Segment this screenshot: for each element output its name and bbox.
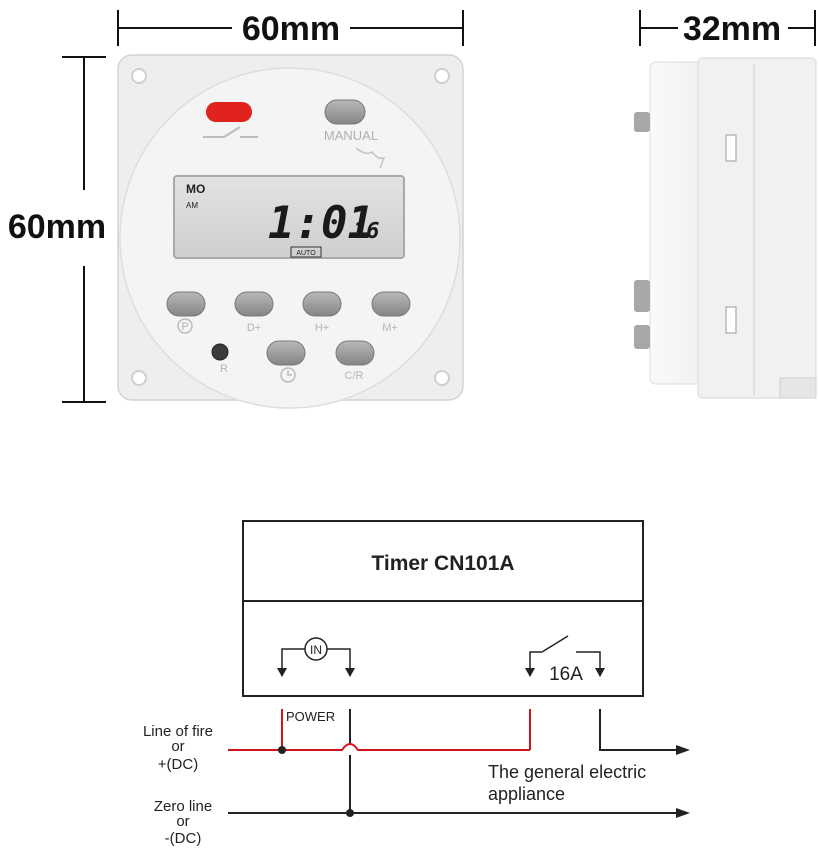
fire-label-3: +(DC)	[158, 756, 198, 773]
lcd-mode: AUTO	[296, 250, 316, 257]
coil-wires	[281, 648, 351, 676]
manual-button[interactable]	[324, 99, 366, 125]
timer-front-view: MANUAL MO AM 1:01 16 AUTO P D+ H+ M+ R C…	[117, 54, 464, 409]
lcd-day: MO	[186, 182, 205, 196]
side-body-rear	[697, 57, 817, 399]
appliance-label-2: appliance	[488, 784, 565, 804]
timer-model-title: Timer CN101A	[371, 552, 514, 575]
program-button[interactable]	[166, 291, 206, 317]
fire-line	[228, 743, 530, 751]
side-terminal	[779, 377, 817, 399]
clock-icon	[280, 367, 296, 383]
width-dimension	[117, 10, 464, 46]
day-plus-button[interactable]	[234, 291, 274, 317]
hand-icon	[355, 147, 386, 169]
status-led	[206, 102, 252, 122]
height-dimension	[62, 56, 106, 403]
timer-side-view	[634, 57, 817, 399]
appliance-label-1: The general electric	[488, 762, 646, 782]
fire-junction	[278, 746, 286, 754]
zero-arrow	[676, 808, 690, 818]
reset-label: R	[220, 363, 228, 375]
zero-label-1: Zero line	[154, 798, 212, 815]
cancel-recall-label: C/R	[345, 370, 364, 382]
power-label: POWER	[286, 709, 335, 724]
clock-button[interactable]	[266, 340, 306, 366]
zero-junction	[346, 809, 354, 817]
side-button-row1	[634, 280, 650, 312]
switch-icon	[203, 126, 258, 138]
program-icon	[177, 318, 193, 334]
day-plus-label: D+	[247, 322, 261, 334]
minute-plus-label: M+	[382, 322, 398, 334]
lcd-ampm: AM	[186, 201, 198, 210]
coil-arrows	[277, 668, 355, 677]
side-button-row2	[634, 325, 650, 349]
width-label: 60mm	[242, 10, 340, 48]
hour-plus-label: H+	[315, 322, 329, 334]
mounting-holes	[131, 68, 450, 386]
relay-rating: 16A	[549, 664, 583, 685]
height-label: 60mm	[8, 208, 106, 246]
depth-dimension	[639, 10, 816, 46]
hour-plus-button[interactable]	[302, 291, 342, 317]
relay-arrows	[525, 668, 605, 677]
zero-label-2: or	[176, 813, 189, 830]
lcd-time: 1:01	[268, 198, 374, 249]
output-line	[599, 709, 676, 751]
manual-label: MANUAL	[324, 128, 378, 143]
fire-label-1: Line of fire	[143, 723, 213, 740]
timer-box	[242, 520, 644, 697]
program-label: P	[181, 321, 188, 333]
zero-label-3: -(DC)	[165, 830, 202, 847]
side-button-manual	[634, 112, 650, 132]
lcd-seconds: 16	[353, 219, 380, 244]
minute-plus-button[interactable]	[371, 291, 411, 317]
output-arrow	[676, 745, 690, 755]
side-slot-top	[725, 134, 737, 162]
input-coil-label: IN	[310, 643, 322, 657]
depth-label: 32mm	[683, 10, 781, 48]
wiring-diagram: Timer CN101A IN 16A POWER Line of fire o…	[143, 520, 690, 847]
fire-label-2: or	[171, 738, 184, 755]
cancel-recall-button[interactable]	[335, 340, 375, 366]
lcd-display	[173, 175, 405, 259]
lcd-mode-box	[290, 246, 322, 258]
reset-button[interactable]	[211, 343, 229, 361]
side-slot-bottom	[725, 306, 737, 334]
